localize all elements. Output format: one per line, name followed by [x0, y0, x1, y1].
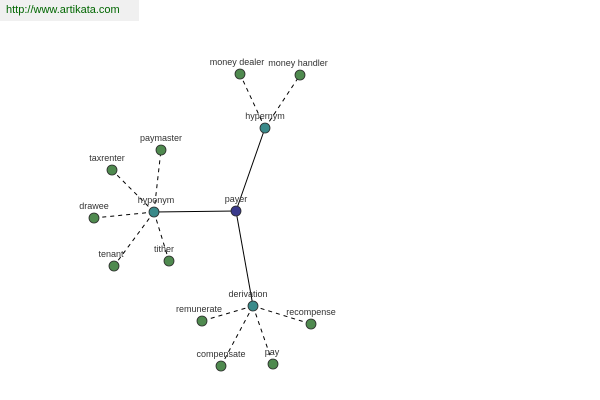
- nodes: payer hypernym hyponym derivation money deal…: [79, 57, 336, 372]
- node-dot-hypernym[interactable]: [259, 122, 271, 134]
- node-label-recompense: recompense: [286, 307, 336, 317]
- node-payer[interactable]: payer: [225, 194, 248, 217]
- edge-derivation-remunerate: [201, 305, 254, 322]
- edges: [93, 73, 312, 367]
- node-hypernym[interactable]: hypernym: [245, 111, 285, 134]
- node-label-money-dealer: money dealer: [210, 57, 265, 67]
- node-dot-taxrenter[interactable]: [106, 164, 118, 176]
- edge-hyponym-paymaster: [153, 149, 162, 213]
- node-dot-derivation[interactable]: [247, 300, 259, 312]
- node-money-handler[interactable]: money handler: [268, 58, 328, 81]
- node-label-derivation: derivation: [228, 289, 267, 299]
- node-dot-money-handler[interactable]: [294, 69, 306, 81]
- edge-derivation-compensate: [220, 305, 254, 367]
- node-taxrenter[interactable]: taxrenter: [89, 153, 125, 176]
- site-url[interactable]: http://www.artikata.com: [0, 0, 139, 21]
- node-compensate[interactable]: compensate: [196, 349, 246, 372]
- node-label-tenant: tenant: [98, 249, 124, 259]
- node-label-tither: tither: [154, 244, 174, 254]
- node-label-taxrenter: taxrenter: [89, 153, 125, 163]
- edge-hypernym-money-dealer: [239, 73, 266, 129]
- node-money-dealer[interactable]: money dealer: [210, 57, 265, 80]
- node-derivation[interactable]: derivation: [228, 289, 268, 312]
- node-hyponym[interactable]: hyponym: [138, 195, 175, 218]
- edge-derivation-recompense: [252, 305, 312, 325]
- node-dot-payer[interactable]: [230, 205, 242, 217]
- node-remunerate[interactable]: remunerate: [176, 304, 222, 327]
- node-label-drawee: drawee: [79, 201, 109, 211]
- node-label-money-handler: money handler: [268, 58, 328, 68]
- node-dot-compensate[interactable]: [215, 360, 227, 372]
- edge-hyponym-drawee: [93, 211, 155, 219]
- node-label-hyponym: hyponym: [138, 195, 175, 205]
- node-dot-paymaster[interactable]: [155, 144, 167, 156]
- edge-payer-hyponym: [153, 210, 237, 213]
- edge-hyponym-tenant: [113, 211, 155, 267]
- node-dot-drawee[interactable]: [88, 212, 100, 224]
- node-label-remunerate: remunerate: [176, 304, 222, 314]
- node-dot-tenant[interactable]: [108, 260, 120, 272]
- node-label-payer: payer: [225, 194, 248, 204]
- node-drawee[interactable]: drawee: [79, 201, 109, 224]
- node-dot-remunerate[interactable]: [196, 315, 208, 327]
- node-recompense[interactable]: recompense: [286, 307, 336, 330]
- node-dot-hyponym[interactable]: [148, 206, 160, 218]
- node-pay[interactable]: pay: [265, 347, 280, 370]
- edge-hypernym-money-handler: [264, 74, 301, 129]
- node-dot-money-dealer[interactable]: [234, 68, 246, 80]
- node-paymaster[interactable]: paymaster: [140, 133, 182, 156]
- node-dot-recompense[interactable]: [305, 318, 317, 330]
- node-dot-tither[interactable]: [163, 255, 175, 267]
- node-tither[interactable]: tither: [154, 244, 175, 267]
- edge-hyponym-tither: [153, 211, 170, 262]
- edge-derivation-pay: [252, 305, 274, 365]
- node-label-paymaster: paymaster: [140, 133, 182, 143]
- node-dot-pay[interactable]: [267, 358, 279, 370]
- node-label-hypernym: hypernym: [245, 111, 285, 121]
- node-label-compensate: compensate: [196, 349, 245, 359]
- node-label-pay: pay: [265, 347, 280, 357]
- node-tenant[interactable]: tenant: [98, 249, 124, 272]
- edge-hyponym-taxrenter: [111, 169, 155, 213]
- edge-payer-derivation: [235, 210, 254, 307]
- edge-payer-hypernym: [235, 127, 266, 212]
